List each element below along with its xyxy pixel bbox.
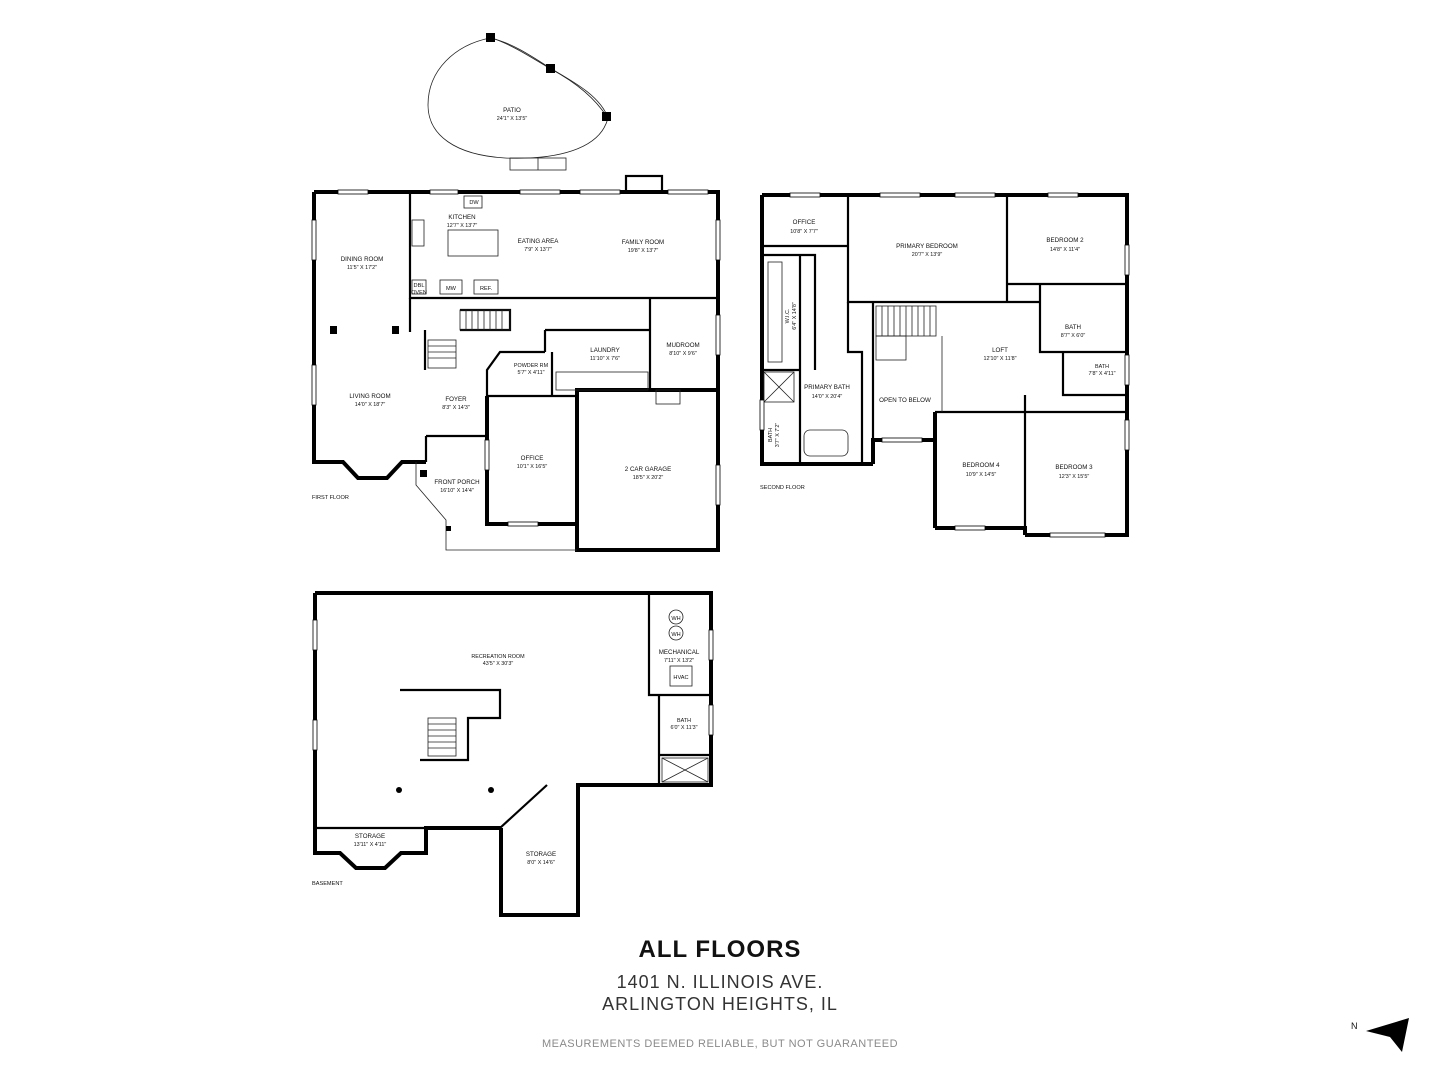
room-dims: 8'0" X 14'6"	[527, 860, 555, 866]
room-dims: 8'10" X 9'6"	[669, 351, 697, 357]
room-name: BATH	[1095, 364, 1109, 370]
disclaimer: MEASUREMENTS DEEMED RELIABLE, BUT NOT GU…	[541, 1038, 899, 1050]
room-name: FAMILY ROOM	[622, 239, 664, 246]
room-name: MECHANICAL	[659, 649, 700, 656]
floor-label: BASEMENT	[312, 881, 343, 887]
room-name: OFFICE	[793, 219, 816, 226]
room-dims: 43'5" X 30'3"	[483, 661, 514, 667]
room-name: W.I.C.	[785, 309, 791, 324]
room-name: KITCHEN	[448, 214, 475, 221]
address-line-1: 1401 N. ILLINOIS AVE.	[616, 972, 824, 992]
room-dims: 3'7" X 7'2"	[775, 423, 781, 448]
fixture-wh: WH	[671, 632, 680, 638]
fixture-mw: MW	[446, 286, 457, 292]
stairs	[427, 309, 511, 369]
room-dims: 6'4" X 14'8"	[792, 302, 798, 330]
room-dims: 10'8" X 7'7"	[790, 229, 818, 235]
room-dims: 12'3" X 15'5"	[1059, 474, 1090, 480]
room-name: RECREATION ROOM	[471, 654, 525, 660]
room-name: LIVING ROOM	[349, 393, 390, 400]
room-name: POWDER RM	[514, 363, 549, 369]
room-dims: 10'1" X 16'5"	[517, 464, 548, 470]
room-dims: 12'7" X 13'7"	[447, 223, 478, 229]
first-floor: DW MW REF. DBL OVEN KITCHEN 12'7" X 13'7…	[311, 174, 721, 552]
fixture-dbl: DBL	[414, 283, 425, 289]
floor-label: SECOND FLOOR	[760, 485, 805, 491]
room-dims: 24'1" X 13'5"	[497, 116, 528, 122]
room-name: 2 CAR GARAGE	[625, 466, 671, 473]
room-dims: 14'8" X 11'4"	[1050, 247, 1080, 253]
room-name: OFFICE	[521, 455, 544, 462]
fixture-dw: DW	[469, 200, 479, 206]
room-name: BEDROOM 4	[962, 462, 1000, 469]
room-dims: 10'9" X 14'5"	[966, 472, 997, 478]
room-name: STORAGE	[355, 833, 385, 840]
room-name: FRONT PORCH	[434, 479, 479, 486]
fixture-hvac: HVAC	[673, 675, 688, 681]
second-floor: OFFICE 10'8" X 7'7" PRIMARY BEDROOM 20'7…	[759, 192, 1130, 538]
room-name: BATH	[677, 718, 691, 724]
room-name: MUDROOM	[666, 342, 699, 349]
room-name: STORAGE	[526, 851, 556, 858]
room-dims: 8'3" X 14'3"	[442, 405, 470, 411]
room-dims: 5'7" X 4'11"	[517, 370, 544, 376]
room-name: BEDROOM 2	[1046, 237, 1084, 244]
basement: WH WH HVAC RECREATION ROOM 43'5" X 30'3"…	[312, 591, 714, 917]
room-name: LOFT	[992, 347, 1008, 354]
room-dims: 8'7" X 6'0"	[1061, 333, 1086, 339]
room-dims: 12'10" X 11'8"	[983, 356, 1016, 362]
room-name: FOYER	[445, 396, 467, 403]
fixture-wh: WH	[671, 616, 680, 622]
fixture-ref: REF.	[480, 286, 493, 292]
room-dims: 13'11" X 4'11"	[354, 842, 387, 848]
room-name: PATIO	[503, 107, 521, 114]
room-name: BATH	[768, 428, 774, 442]
page-title: ALL FLOORS	[638, 936, 802, 963]
room-dims: 7'9" X 13'7"	[524, 247, 552, 253]
room-dims: 14'0" X 18'7"	[355, 402, 386, 408]
room-dims: 11'5" X 17'2"	[347, 265, 377, 271]
room-dims: 16'10" X 14'4"	[440, 488, 474, 494]
room-name: LAUNDRY	[590, 347, 619, 354]
room-dims: 19'8" X 13'7"	[628, 248, 659, 254]
room-name: OPEN TO BELOW	[879, 397, 931, 404]
room-dims: 7'11" X 13'2"	[664, 658, 694, 664]
north-label: N	[1351, 1021, 1358, 1031]
room-name: BATH	[1065, 324, 1081, 331]
floor-label: FIRST FLOOR	[312, 495, 349, 501]
room-name: EATING AREA	[518, 238, 560, 245]
room-dims: 18'5" X 20'2"	[633, 475, 664, 481]
room-dims: 20'7" X 13'9"	[912, 252, 943, 258]
north-arrow-icon: N	[1351, 1018, 1409, 1052]
room-dims: 6'0" X 11'3"	[670, 725, 697, 731]
room-name: DINING ROOM	[341, 256, 384, 263]
room-name: PRIMARY BEDROOM	[896, 243, 958, 250]
patio: PATIO 24'1" X 13'5"	[427, 33, 611, 171]
room-name: PRIMARY BATH	[804, 384, 850, 391]
room-dims: 7'8" X 4'11"	[1088, 371, 1115, 377]
address-line-2: ARLINGTON HEIGHTS, IL	[602, 994, 838, 1014]
room-dims: 11'10" X 7'6"	[590, 356, 620, 362]
fixture-oven: OVEN	[411, 290, 427, 296]
room-name: BEDROOM 3	[1055, 464, 1093, 471]
room-dims: 14'0" X 20'4"	[812, 394, 843, 400]
